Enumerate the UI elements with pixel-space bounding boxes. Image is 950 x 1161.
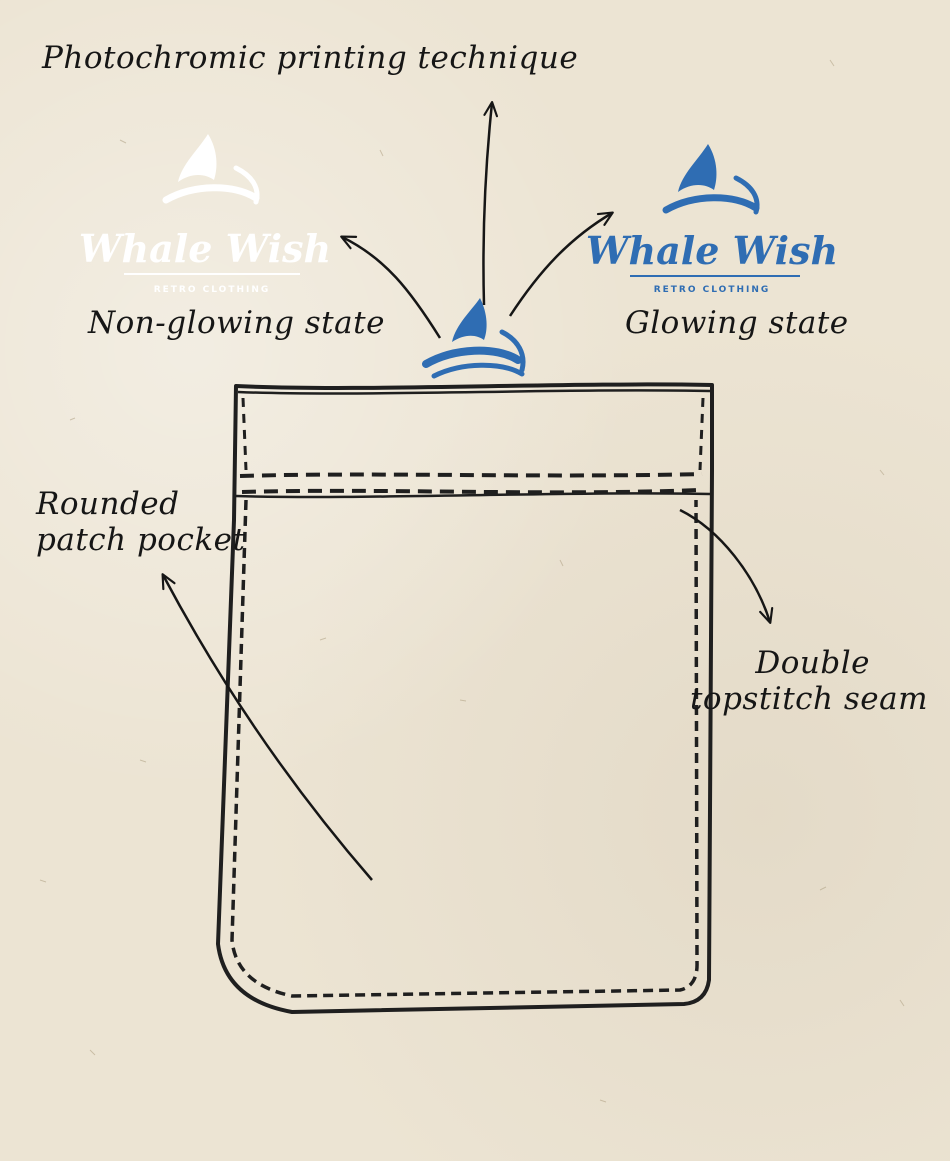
label-pocket-line-1: Rounded: [36, 486, 180, 522]
brand-name-blue: Whale Wish: [586, 228, 838, 273]
brand-tagline-blue: RETRO CLOTHING: [654, 285, 771, 295]
double-topstitch-line-2: [241, 488, 701, 495]
double-topstitch-line-1: [239, 472, 703, 478]
whale-tail-icon-blue: [662, 144, 760, 215]
label-seam-line-2: topstitch seam: [689, 681, 928, 717]
label-double-topstitch-seam: Double topstitch seam: [690, 645, 928, 717]
brand-tagline-white: RETRO CLOTHING: [154, 285, 271, 295]
center-whale-tail-icon: [422, 298, 526, 379]
arrow-to-right-logo: [508, 211, 614, 317]
label-seam-line-1: Double: [755, 645, 870, 681]
label-glowing-state: Glowing state: [625, 305, 849, 341]
pocket-outline-sketch: [235, 389, 711, 499]
label-non-glowing-state: Non-glowing state: [88, 305, 385, 341]
paper-texture: [39, 59, 905, 1103]
arrow-to-top-label: [482, 101, 499, 306]
label-rounded-patch-pocket: Rounded patch pocket: [36, 486, 245, 558]
logo-non-glowing: Whale Wish RETRO CLOTHING: [79, 134, 331, 295]
arrow-to-left-logo: [340, 235, 442, 339]
logo-glowing: Whale Wish RETRO CLOTHING: [586, 144, 838, 295]
arrow-to-pocket-label: [161, 573, 373, 881]
top-band-stitch-right: [698, 397, 705, 471]
pocket-edge-stitch: [230, 499, 699, 998]
whale-tail-icon-white: [162, 134, 260, 205]
label-pocket-line-2: patch pocket: [36, 522, 246, 558]
top-band-stitch-left: [241, 397, 248, 471]
arrow-to-seam-label: [679, 508, 774, 624]
label-photochromic-technique: Photochromic printing technique: [42, 40, 579, 76]
pocket-outline: [216, 382, 714, 1014]
brand-name-white: Whale Wish: [79, 226, 331, 271]
